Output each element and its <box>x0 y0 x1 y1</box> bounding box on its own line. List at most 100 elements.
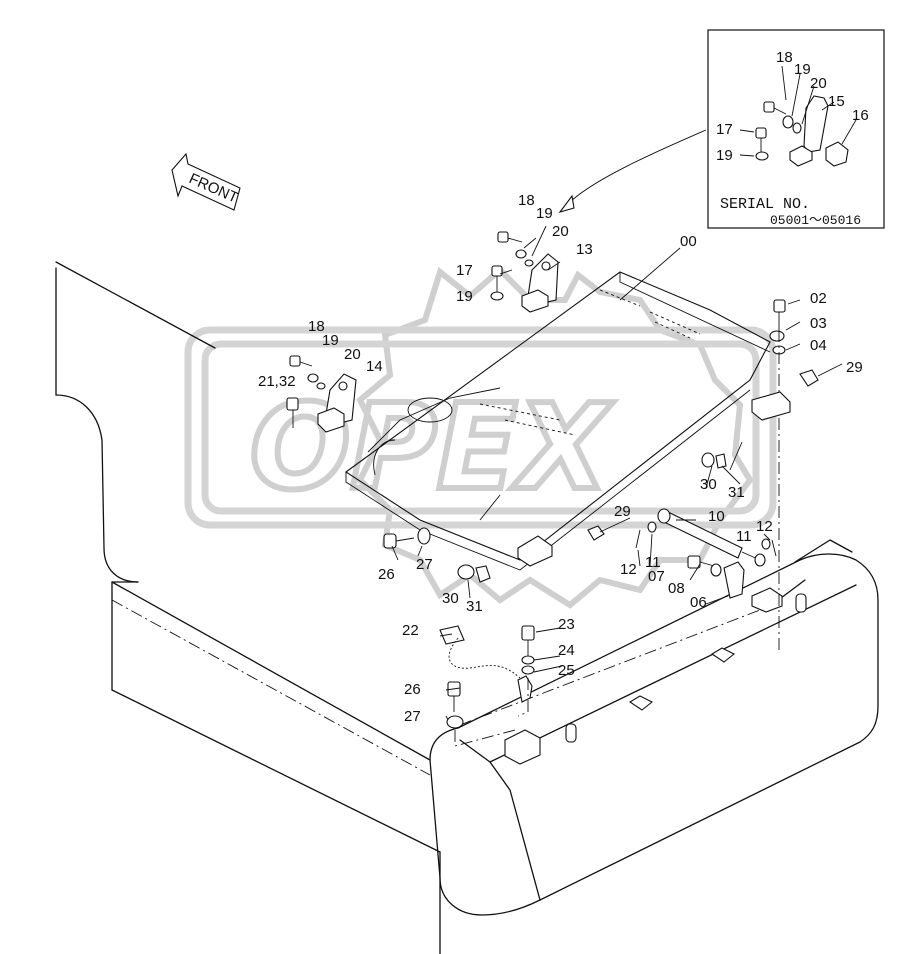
callout-20-left: 20 <box>344 346 361 363</box>
inset-callout-18: 18 <box>776 49 793 66</box>
inset-callout-16: 16 <box>852 107 869 124</box>
callout-27-chain: 27 <box>404 708 421 725</box>
callout-24: 24 <box>558 642 575 659</box>
washer-19c <box>307 373 319 383</box>
rod-end-30b <box>457 564 475 580</box>
washer-19a <box>515 249 527 259</box>
washer-03 <box>769 330 785 342</box>
plug-29a <box>799 369 819 387</box>
callout-10: 10 <box>708 508 725 525</box>
callout-25: 25 <box>558 662 575 679</box>
spacer-27a <box>417 527 431 545</box>
callout-12-right: 12 <box>756 518 773 535</box>
washer-20a <box>524 259 534 267</box>
pin-12b <box>771 539 777 557</box>
bolt-07 <box>687 555 715 569</box>
callout-00: 00 <box>680 233 697 250</box>
bolt-18b <box>289 355 313 367</box>
callout-19-top-b: 19 <box>456 288 473 305</box>
callout-26-chain: 26 <box>404 681 421 698</box>
pin-12a <box>635 529 641 549</box>
bolt-02 <box>773 299 786 330</box>
bolt-18a <box>497 231 523 243</box>
inset-callout-19: 19 <box>794 61 811 78</box>
watermark-text: OPEX <box>250 378 613 516</box>
bracket-06 <box>723 561 745 599</box>
callout-11-right: 11 <box>736 528 752 545</box>
washer-11a <box>647 521 657 533</box>
chain-bracket <box>504 729 541 765</box>
callout-29-right: 29 <box>846 359 863 376</box>
callout-17-top: 17 <box>456 262 473 279</box>
bolt-26a <box>383 533 415 549</box>
serial-inset: 18 19 20 15 17 19 16 SERIAL NO. 05001～05… <box>707 29 885 229</box>
deck-stud <box>628 695 654 711</box>
inset-bolt-18 <box>763 101 775 113</box>
washer-11b <box>761 538 771 550</box>
bolt-17a <box>491 265 503 292</box>
plug-29b <box>587 525 605 541</box>
callout-13: 13 <box>576 241 593 258</box>
inset-callout-15: 15 <box>828 93 845 110</box>
spacer-27b <box>446 715 464 729</box>
inset-bracket-16 <box>825 141 849 167</box>
callout-12-left: 12 <box>620 561 637 578</box>
reference-arrow <box>565 129 707 207</box>
clip-31a <box>715 453 727 469</box>
gas-stay-10 <box>657 508 766 567</box>
callout-06: 06 <box>690 594 707 611</box>
chain <box>448 637 521 679</box>
deck-peg <box>565 723 577 743</box>
washer-25 <box>521 665 535 675</box>
callout-19-top: 19 <box>536 205 553 222</box>
callout-08: 08 <box>668 580 685 597</box>
callout-11-left: 11 <box>645 554 661 571</box>
callout-04: 04 <box>810 337 827 354</box>
callout-30-front: 30 <box>442 590 459 607</box>
callout-29-front: 29 <box>614 503 631 520</box>
callout-03: 03 <box>810 315 827 332</box>
machine-body <box>55 261 879 954</box>
reference-arrowhead <box>558 194 575 213</box>
chain-hook <box>517 675 533 703</box>
deck-peg <box>795 593 807 613</box>
washer-19b <box>490 291 504 301</box>
rod-end-30a <box>701 452 715 468</box>
callout-21-32: 21,32 <box>258 373 296 390</box>
inset-washer-20 <box>792 122 802 134</box>
clip-31b <box>475 565 491 583</box>
inset-callout-20: 20 <box>810 75 827 92</box>
watermark: OPEX <box>184 265 777 609</box>
callout-31-front: 31 <box>466 598 483 615</box>
front-direction-arrow: FRONT <box>171 152 241 211</box>
inset-callout-19b: 19 <box>716 147 733 164</box>
washer-08 <box>710 563 722 577</box>
callout-18-left: 18 <box>308 318 325 335</box>
callout-20-top: 20 <box>552 223 569 240</box>
callout-07: 07 <box>648 568 665 585</box>
parts <box>286 225 843 747</box>
callout-31-right: 31 <box>728 484 745 501</box>
washer-20b <box>316 382 326 390</box>
callout-labels: 00 02 03 04 29 18 19 20 13 17 19 18 19 2… <box>258 192 863 725</box>
callout-27-front: 27 <box>416 556 433 573</box>
serial-range: 05001～05016 <box>770 213 861 228</box>
callout-23: 23 <box>558 616 575 633</box>
serial-heading: SERIAL NO. <box>720 196 810 213</box>
inset-bolt-17 <box>755 127 767 139</box>
chain-plate-22 <box>439 625 465 645</box>
callout-22: 22 <box>402 622 419 639</box>
bolt-23 <box>521 625 535 656</box>
hinge-front <box>517 535 553 567</box>
callout-30-right: 30 <box>700 476 717 493</box>
callout-14: 14 <box>366 358 383 375</box>
callout-02: 02 <box>810 290 827 307</box>
deck-stud <box>710 647 736 663</box>
callout-18-top: 18 <box>518 192 535 209</box>
hinge-right <box>751 391 791 421</box>
hinge-bracket <box>751 587 783 613</box>
inset-washer-19b <box>755 151 769 161</box>
bolt-26b <box>447 681 461 712</box>
